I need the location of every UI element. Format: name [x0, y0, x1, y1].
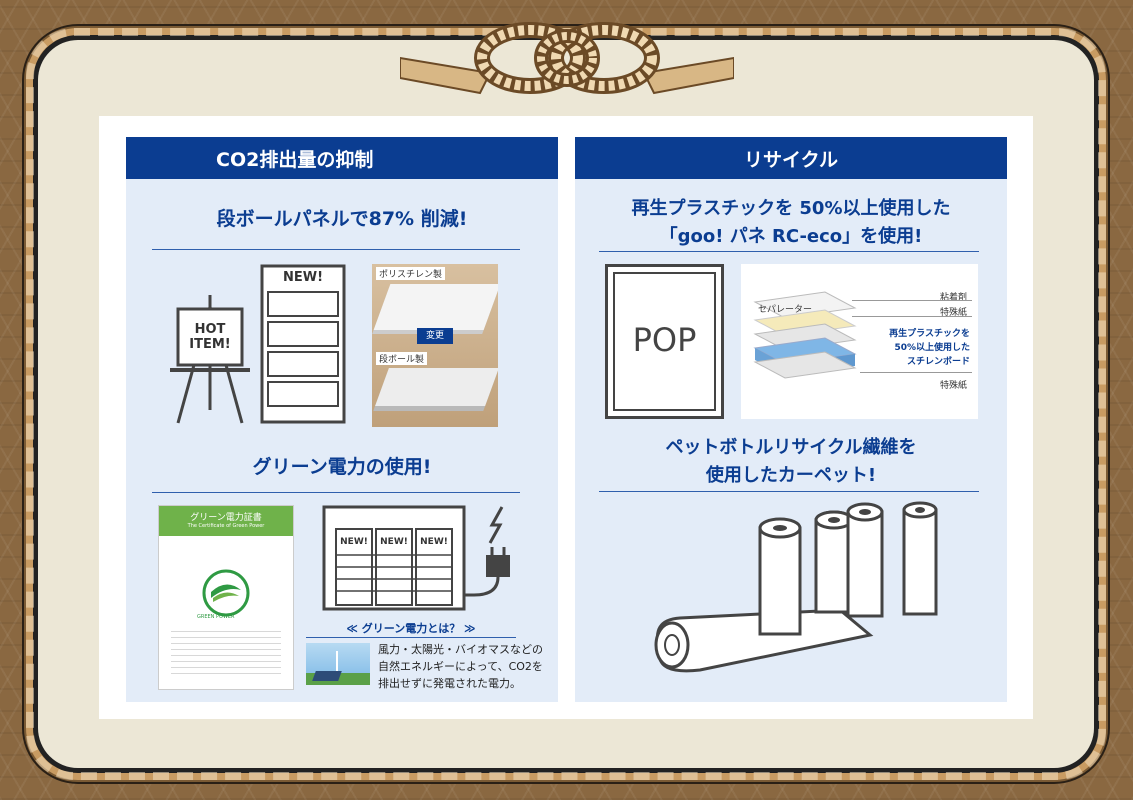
core-label-3: スチレンボード — [906, 357, 970, 367]
easel-icon — [170, 295, 250, 424]
display-label-2: NEW! — [380, 537, 408, 547]
polystyrene-label: ポリスチレン製 — [376, 267, 446, 280]
leader-line — [852, 316, 972, 317]
leader-line — [860, 372, 972, 373]
renewable-energy-image — [306, 643, 370, 685]
certificate-logo-text: GREEN POWER — [197, 614, 235, 620]
display-cabinet-icon — [322, 505, 466, 611]
adhesive-label: 粘着剤 — [940, 293, 968, 303]
separator-label: セパレーター — [758, 305, 813, 315]
layer-stack-icon — [753, 291, 857, 379]
green-power-description-3: 排出せずに発電された電力。 — [378, 677, 521, 690]
recycle-section-title: リサイクル — [743, 148, 839, 171]
recycled-plastic-heading-1: 再生プラスチックを 50%以上使用した — [631, 198, 951, 219]
green-power-description-2: 自然エネルギーによって、CO2を — [378, 660, 543, 673]
plug-icon — [464, 506, 510, 597]
certificate-header: グリーン電力証書 The Certificate of Green Power — [159, 506, 293, 536]
shelf-label: NEW! — [282, 270, 324, 285]
special-paper-top-label: 特殊紙 — [940, 308, 968, 318]
rope-knot-icon — [400, 22, 734, 95]
divider — [599, 491, 979, 492]
core-label-1: 再生プラスチックを — [889, 329, 970, 339]
co2-section-title: CO2排出量の抑制 — [216, 148, 374, 171]
green-power-logo-icon — [202, 569, 250, 617]
divider — [152, 492, 520, 493]
certificate-title-en: The Certificate of Green Power — [187, 523, 265, 529]
pop-label: POP — [632, 321, 697, 359]
green-power-heading: グリーン電力の使用! — [252, 456, 432, 478]
certificate-title-jp: グリーン電力証書 — [190, 513, 262, 523]
change-badge: 変更 — [417, 328, 453, 344]
special-paper-bottom-label: 特殊紙 — [940, 381, 968, 391]
cardboard-label: 段ボール製 — [376, 352, 428, 365]
display-label-1: NEW! — [340, 537, 368, 547]
recycled-plastic-heading-2: 「goo! パネ RC-eco」を使用! — [659, 226, 923, 247]
core-label-2: 50%以上使用した — [894, 343, 970, 353]
green-power-question: ≪ グリーン電力とは？ ≫ — [346, 622, 476, 635]
divider — [152, 249, 520, 250]
shelf-icon — [260, 264, 346, 424]
co2-section-header: CO2排出量の抑制 — [126, 137, 558, 179]
display-label-3: NEW! — [420, 537, 448, 547]
green-power-certificate: グリーン電力証書 The Certificate of Green Power … — [158, 505, 294, 690]
board-comparison-image — [372, 264, 498, 427]
certificate-lines — [171, 626, 281, 676]
cardboard-heading: 段ボールパネルで87% 削減! — [216, 208, 468, 230]
easel-label-2: ITEM! — [189, 337, 231, 352]
carpet-heading-1: ペットボトルリサイクル繊維を — [665, 437, 917, 458]
carpet-rolls-icon — [654, 501, 938, 673]
pop-panel: POP — [605, 264, 724, 419]
divider — [306, 637, 516, 638]
divider — [599, 251, 979, 252]
recycle-section-header: リサイクル — [575, 137, 1007, 179]
green-power-description-1: 風力・太陽光・バイオマスなどの — [378, 643, 543, 656]
carpet-heading-2: 使用したカーペット! — [705, 465, 877, 486]
leader-line — [852, 300, 972, 301]
easel-label-1: HOT — [194, 322, 226, 337]
